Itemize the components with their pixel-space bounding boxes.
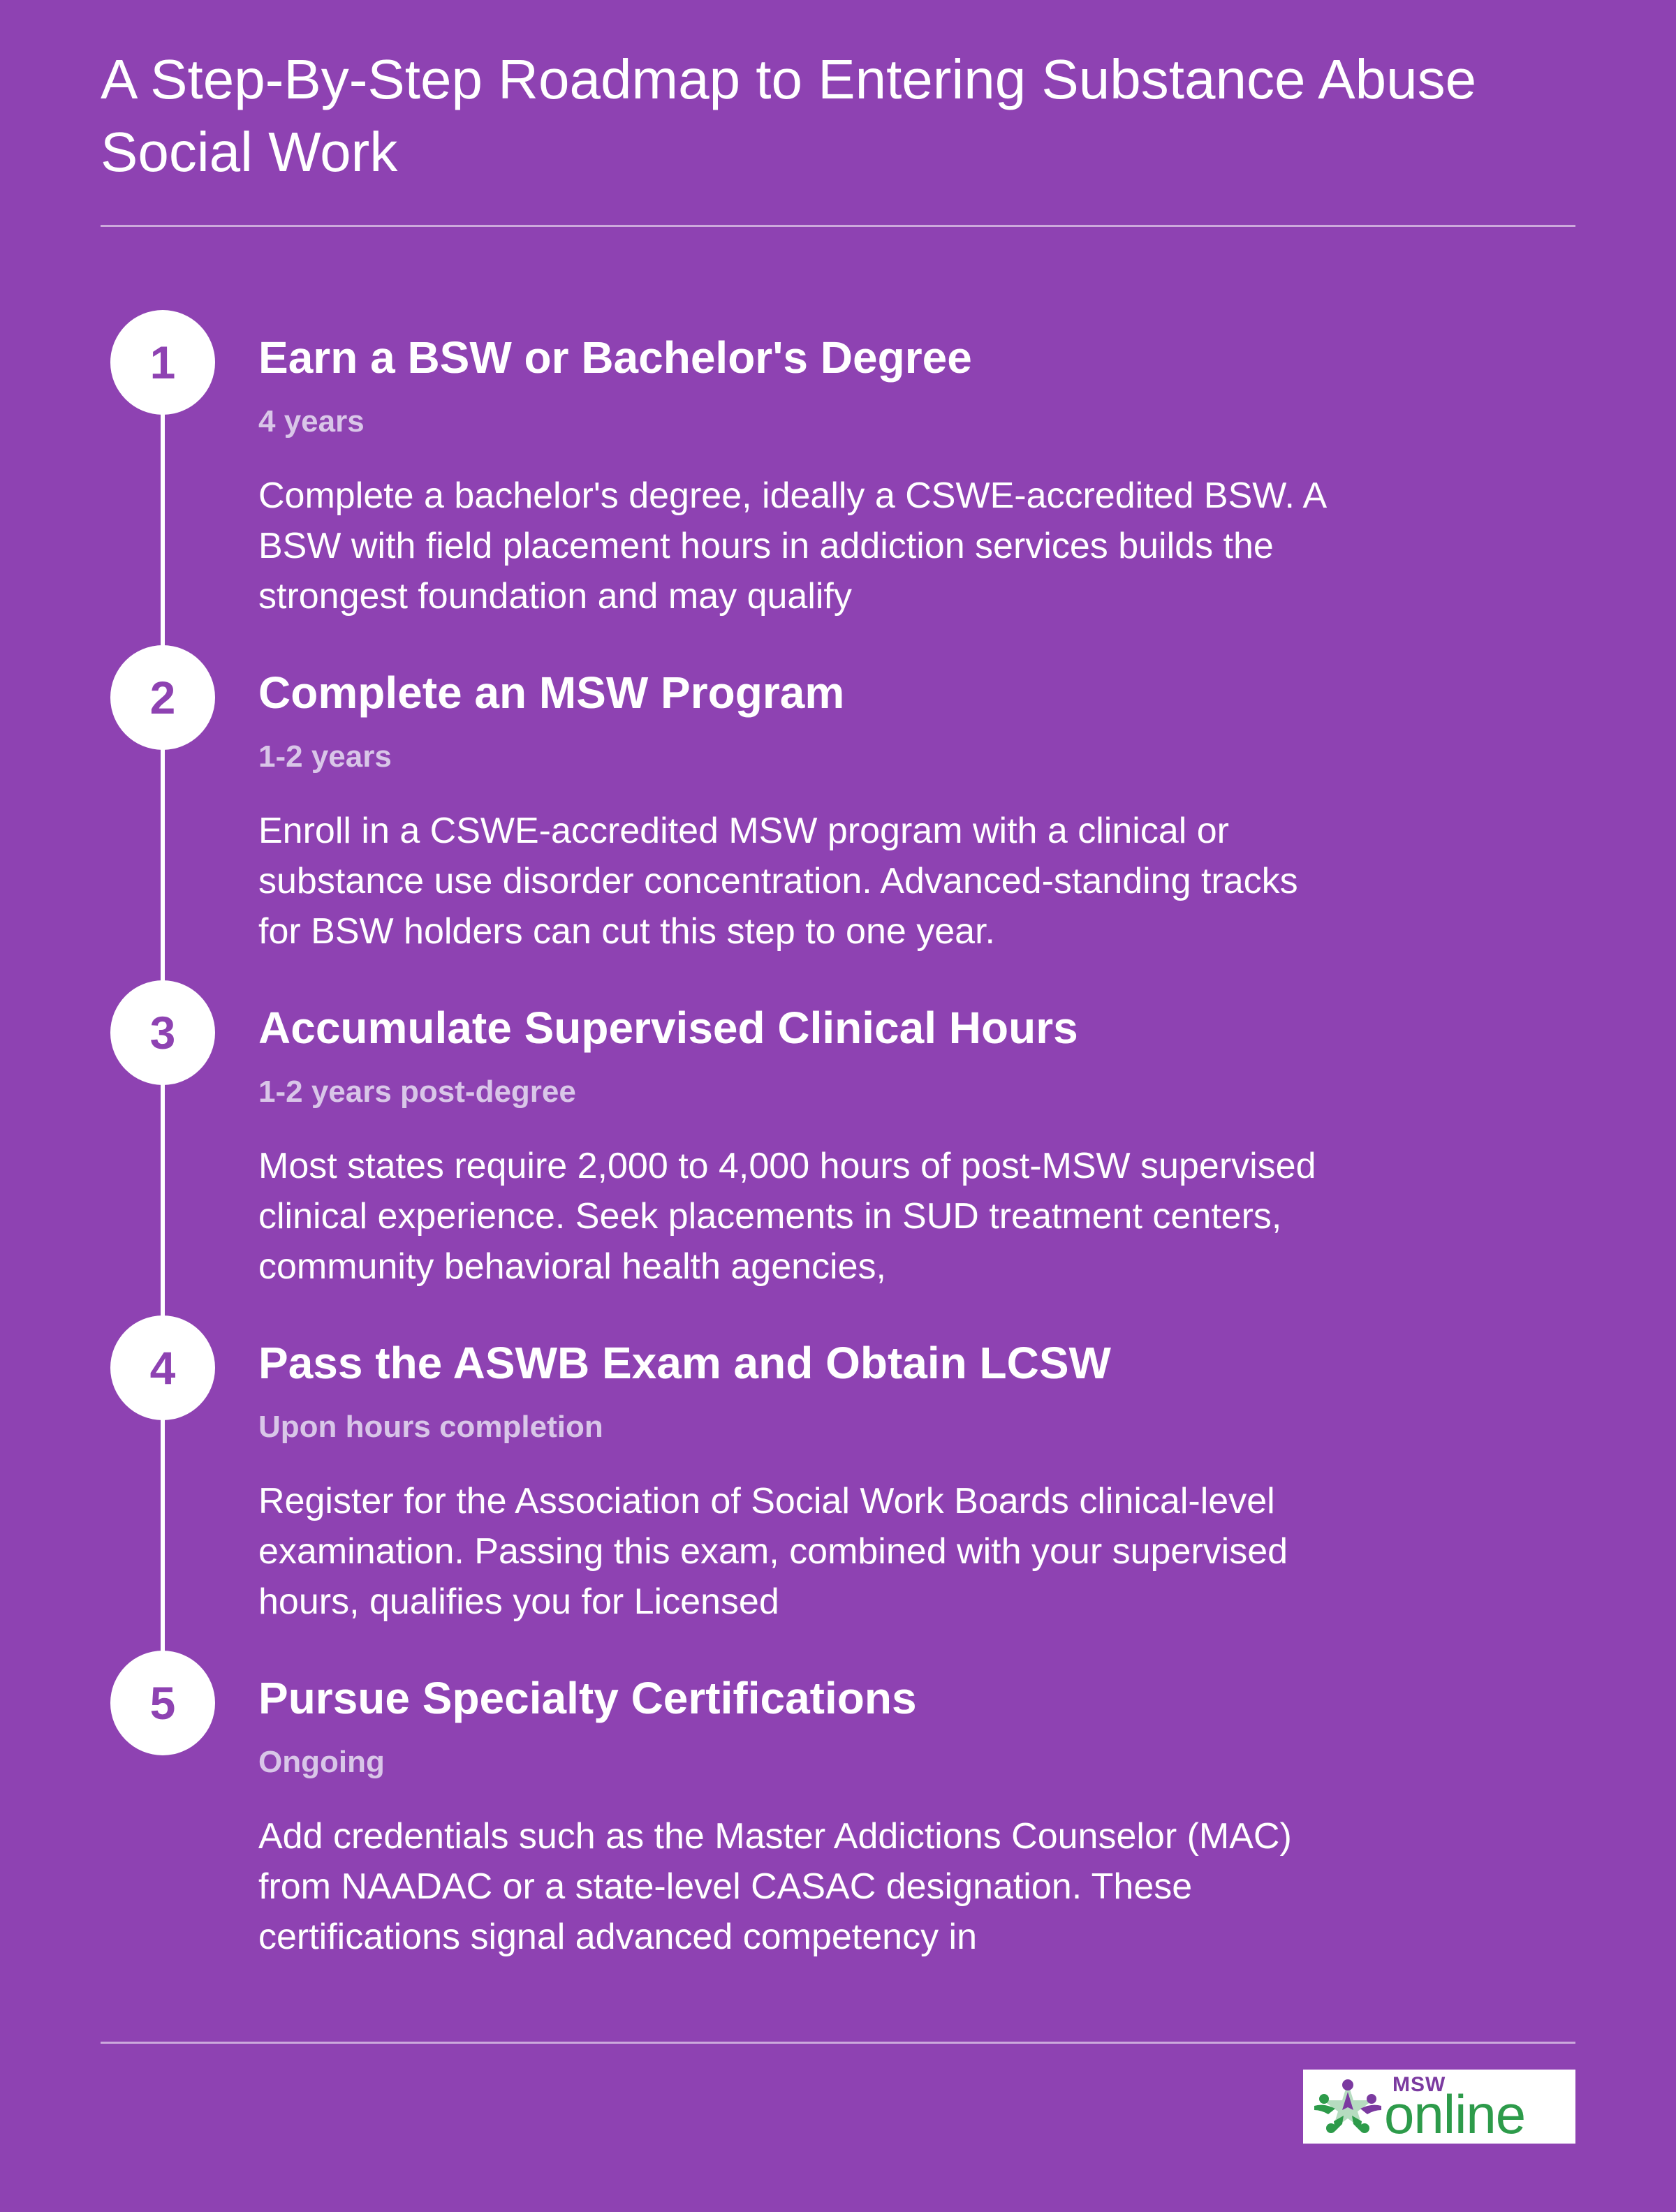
- top-divider: [101, 225, 1575, 227]
- step-title: Pursue Specialty Certifications: [258, 1673, 917, 1723]
- step-description: Register for the Association of Social W…: [258, 1481, 1288, 1622]
- msw-online-logo: MSW online: [1303, 2070, 1575, 2144]
- step-duration: Upon hours completion: [258, 1410, 603, 1444]
- step-description: Add credentials such as the Master Addic…: [258, 1816, 1292, 1957]
- step-number-badge: 2: [110, 645, 215, 750]
- step-number-badge: 1: [110, 310, 215, 415]
- bottom-divider: [101, 2042, 1575, 2044]
- step-duration: Ongoing: [258, 1745, 385, 1779]
- step-title: Earn a BSW or Bachelor's Degree: [258, 332, 972, 383]
- step-duration: 1-2 years: [258, 739, 392, 774]
- page-title: A Step-By-Step Roadmap to Entering Subst…: [101, 48, 1477, 183]
- step-title: Accumulate Supervised Clinical Hours: [258, 1003, 1078, 1053]
- step-title: Pass the ASWB Exam and Obtain LCSW: [258, 1338, 1111, 1388]
- step-description: Enroll in a CSWE-accredited MSW program …: [258, 811, 1298, 952]
- step-number-badge: 5: [110, 1651, 215, 1755]
- logo-online-text: online: [1384, 2084, 1526, 2145]
- step-description: Complete a bachelor's degree, ideally a …: [258, 475, 1325, 617]
- step-duration: 1-2 years post-degree: [258, 1075, 576, 1109]
- step-title: Complete an MSW Program: [258, 668, 845, 718]
- logo-msw-text: MSW: [1392, 2073, 1446, 2096]
- people-star-logo-icon: [1314, 2079, 1381, 2133]
- step-duration: 4 years: [258, 404, 365, 438]
- step-description: Most states require 2,000 to 4,000 hours…: [258, 1146, 1316, 1287]
- step-number-badge: 3: [110, 980, 215, 1085]
- step-number-badge: 4: [110, 1315, 215, 1420]
